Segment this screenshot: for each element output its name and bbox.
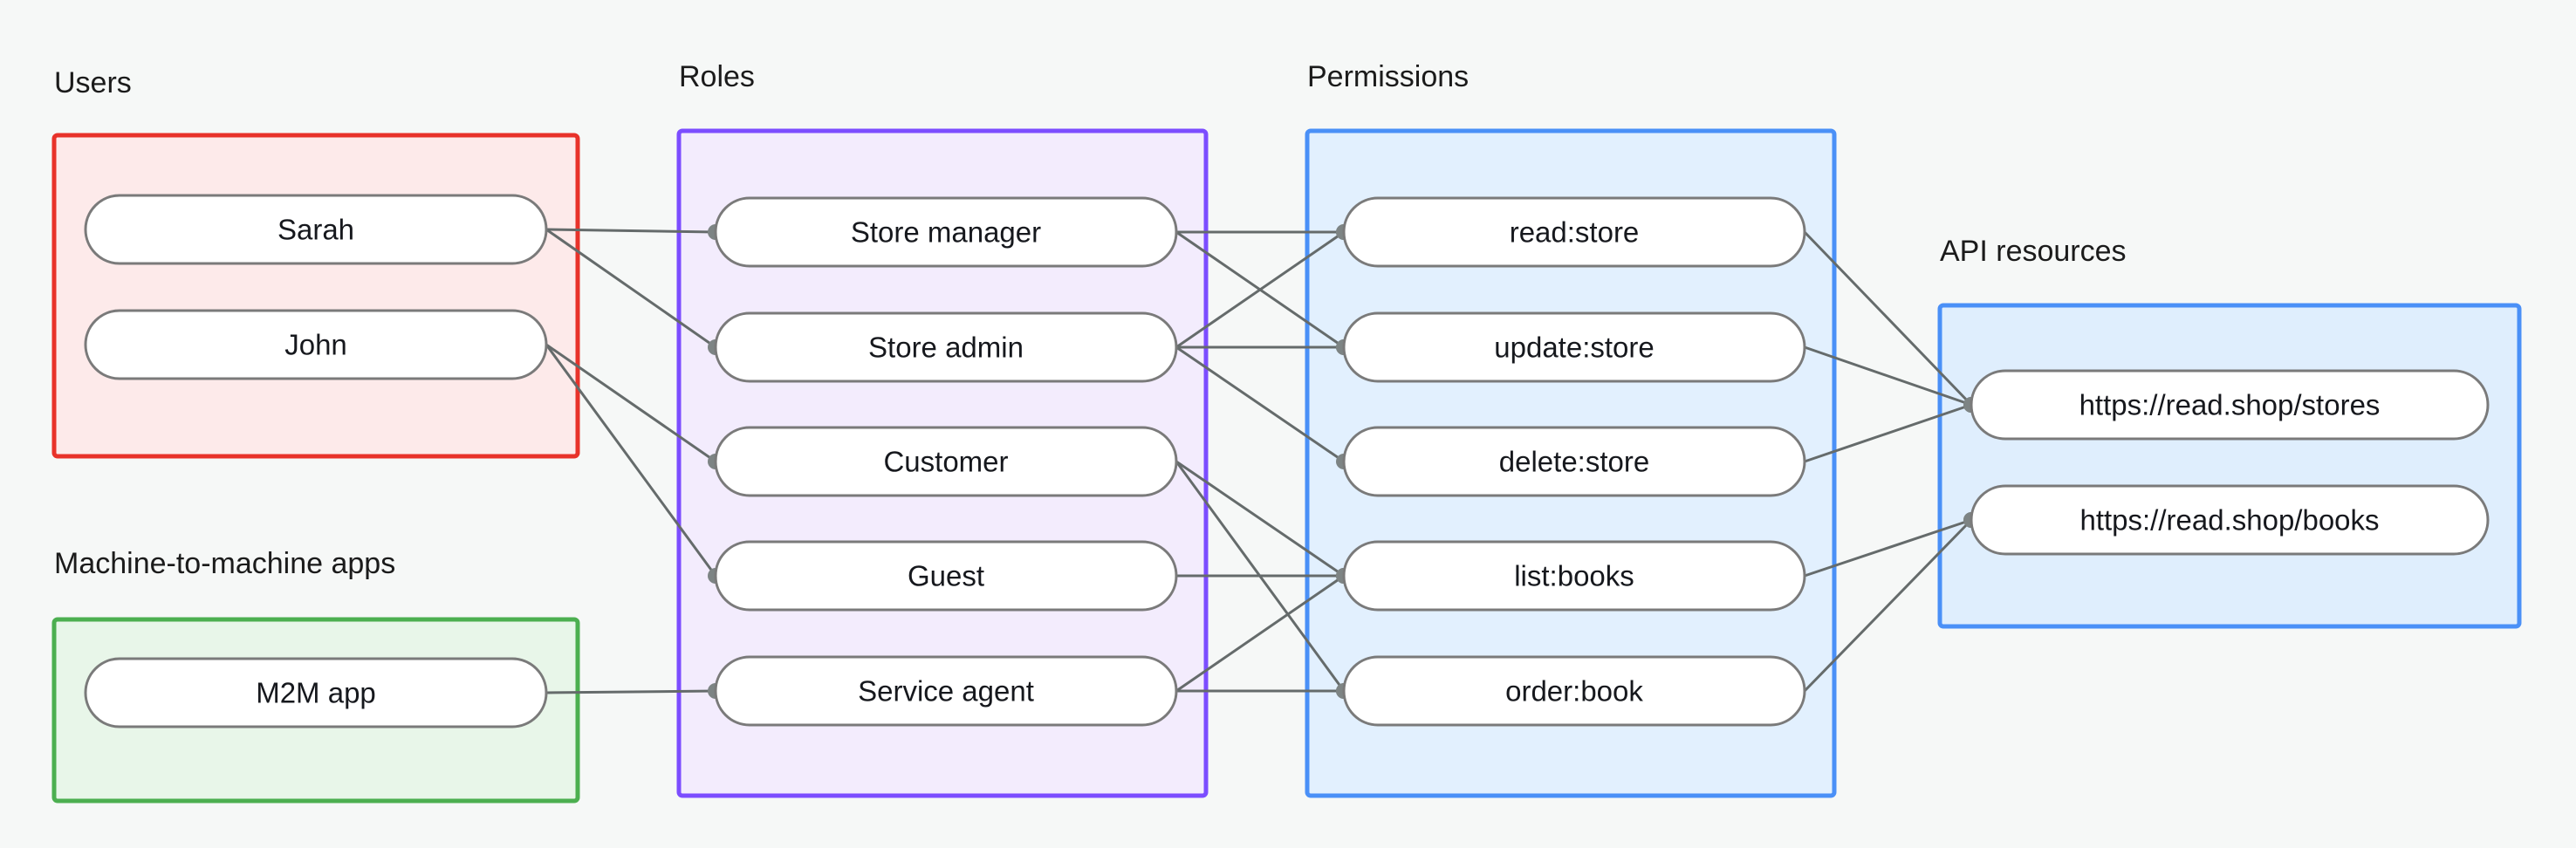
node-label-list-books: list:books (1514, 560, 1634, 592)
node-res-stores[interactable] (1970, 369, 2490, 441)
node-list-books[interactable] (1342, 540, 1806, 612)
node-label-sarah: Sarah (277, 214, 354, 246)
node-guest[interactable] (714, 540, 1178, 612)
edge-read-store-to-res-stores (1803, 230, 1973, 407)
node-label-guest: Guest (908, 560, 984, 592)
edge-customer-to-list-books (1175, 460, 1345, 578)
node-store-admin[interactable] (714, 311, 1178, 383)
edge-sarah-to-store-admin (545, 228, 716, 349)
node-label-m2mapp: M2M app (256, 677, 376, 709)
group-label-permissions: Permissions (1307, 60, 1469, 93)
edge-store-admin-to-delete-store (1175, 345, 1345, 463)
node-label-order-book: order:book (1505, 675, 1643, 708)
edge-service-agent-to-list-books (1175, 574, 1345, 693)
edge-sarah-to-store-manager (545, 228, 716, 234)
edge-m2mapp-to-service-agent (545, 689, 716, 694)
group-box-api-resources (1937, 303, 2522, 629)
edge-store-admin-to-read-store (1175, 230, 1345, 349)
node-label-store-admin: Store admin (868, 332, 1024, 364)
node-john[interactable] (84, 309, 548, 380)
group-label-users: Users (54, 66, 132, 99)
node-label-update-store: update:store (1494, 332, 1654, 364)
node-label-service-agent: Service agent (858, 675, 1034, 708)
node-customer[interactable] (714, 426, 1178, 497)
node-label-res-books: https://read.shop/books (2079, 504, 2379, 537)
node-order-book[interactable] (1342, 655, 1806, 727)
node-label-customer: Customer (883, 446, 1008, 478)
node-m2mapp[interactable] (84, 657, 548, 728)
node-label-delete-store: delete:store (1499, 446, 1649, 478)
edge-list-books-to-res-books (1804, 518, 1972, 578)
node-read-store[interactable] (1342, 196, 1806, 268)
edge-delete-store-to-res-stores (1804, 403, 1972, 463)
edge-john-to-customer (545, 343, 716, 463)
node-label-john: John (284, 329, 347, 361)
node-service-agent[interactable] (714, 655, 1178, 727)
edge-john-to-guest (545, 344, 717, 577)
group-label-roles: Roles (679, 60, 755, 93)
node-label-read-store: read:store (1510, 216, 1640, 249)
node-store-manager[interactable] (714, 196, 1178, 268)
group-label-api-resources: API resources (1940, 235, 2127, 268)
node-sarah[interactable] (84, 194, 548, 265)
node-label-res-stores: https://read.shop/stores (2079, 389, 2381, 421)
node-res-books[interactable] (1970, 484, 2490, 556)
group-label-m2m: Machine-to-machine apps (54, 547, 395, 580)
edge-update-store-to-res-stores (1804, 345, 1972, 407)
node-delete-store[interactable] (1342, 426, 1806, 497)
node-label-store-manager: Store manager (851, 216, 1041, 249)
node-update-store[interactable] (1342, 311, 1806, 383)
edge-order-book-to-res-books (1803, 518, 1973, 693)
group-box-users (51, 133, 580, 459)
